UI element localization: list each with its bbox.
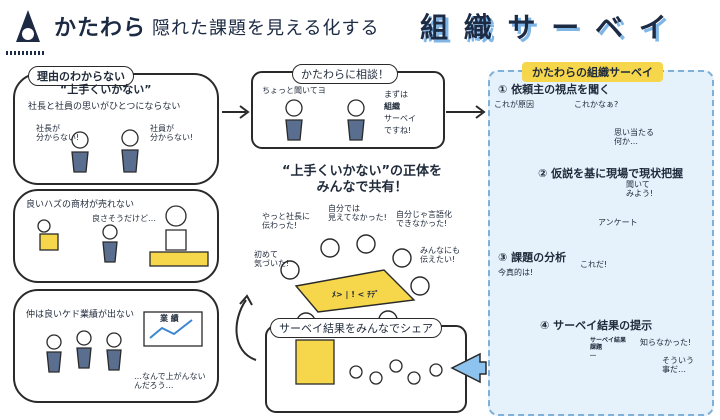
- reasons-title-line1: 理由のわからない: [37, 70, 125, 83]
- panel1-speech-b: 社員が 分からない!: [150, 124, 194, 143]
- consult-speech-a: ちょっと聞いてヨ: [262, 86, 326, 95]
- quote-1: やっと社長に 伝わった!: [262, 212, 310, 231]
- panel2-heading: 良いハズの商材が売れない: [26, 200, 135, 210]
- panel3-board: 業 績: [160, 314, 179, 323]
- step2-note-b: アンケート: [598, 218, 638, 227]
- quote-3: 自分じゃ言語化 できなかった!: [396, 210, 452, 229]
- panel1-speech-a: 社長が 分からない!: [36, 124, 80, 143]
- header: かたわら 隠れた課題を見える化する 組 織 サ ー ベ イ 組 織 サ ー ベ …: [0, 0, 720, 56]
- step1-note-c: 思い当たる 何か…: [614, 128, 654, 147]
- quote-5: みんなにも 伝えたい!: [420, 246, 460, 265]
- page-title: 組 織 サ ー ベ イ: [420, 11, 670, 44]
- brand-name: かたわら: [54, 16, 147, 41]
- step2-label: ② 仮説を基に現場で現状把握: [538, 167, 684, 180]
- share-heading-line1: “上手くいかない”の正体を: [281, 164, 443, 179]
- header-subtitle: 隠れた課題を見える化する: [152, 18, 380, 39]
- panel1-heading: 社長と社員の思いがひとつにならない: [28, 102, 181, 112]
- step4-note-a: 知らなかった!: [640, 338, 692, 347]
- step2-note-a: 聞いて みよう!: [626, 180, 654, 199]
- panel3-heading: 仲は良いケド業績が出ない: [26, 310, 135, 320]
- process-title: かたわらの組織サーベイ: [522, 62, 663, 82]
- quote-4: 初めて 気づいた!: [254, 250, 290, 269]
- step1-label: ① 依頼主の視点を聞く: [498, 83, 611, 96]
- step4-label: ④ サーベイ結果の提示: [540, 319, 653, 332]
- quote-2: 自分では 見えてなかった!: [328, 204, 387, 223]
- reasons-title-line2: “上手くいかない”: [60, 83, 152, 96]
- consult-speech-b2: 組織: [384, 102, 400, 111]
- process-panel: [488, 70, 714, 416]
- title-shadow: 組 織 サ ー ベ イ: [423, 14, 673, 47]
- step3-label: ③ 課題の分析: [498, 251, 567, 264]
- share-heading: “上手くいかない”の正体を みんなで共有！: [262, 164, 462, 197]
- consult-speech-b3: サーベイ: [384, 114, 416, 123]
- table-text: ﾒ> | ! < ﾁﾃﾞ: [332, 290, 380, 299]
- consult-speech-b1: まずは: [384, 90, 408, 99]
- panel3-speech: …なんで上がんない んだろう…: [134, 372, 206, 391]
- share-heading-line2: みんなで共有！: [316, 180, 408, 196]
- panel2-speech: 良さそうだけど…: [92, 214, 156, 223]
- step3-note-a: 今真的は!: [498, 268, 534, 277]
- logo-icon: [16, 10, 40, 42]
- step1-note-b: これかなぁ?: [574, 100, 619, 109]
- result-share-label: サーベイ結果をみんなでシェア: [270, 318, 442, 338]
- consult-speech-b4: ですね!: [384, 126, 412, 135]
- step3-note-b: これだ!: [580, 260, 608, 269]
- step4-note-b: そういう 事だ…: [662, 356, 694, 375]
- consult-label: かたわらに相談！: [292, 64, 398, 84]
- logo-dots: [6, 51, 46, 55]
- step1-note-a: これが原因: [494, 100, 534, 109]
- step4-board: サーベイ結果 課題 …: [590, 337, 627, 358]
- reasons-title: 理由のわからない: [28, 66, 134, 86]
